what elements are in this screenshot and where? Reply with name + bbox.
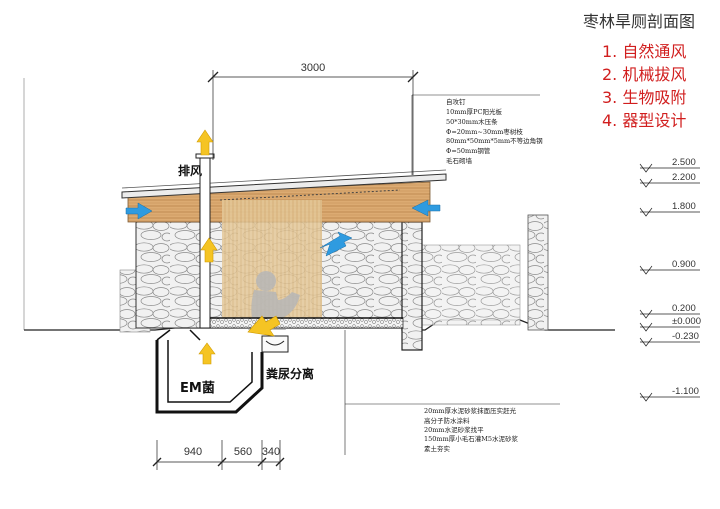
roof-note-7: 毛石砌墙	[446, 156, 473, 165]
principle-4: 4. 器型设计	[602, 111, 687, 130]
elevation-markers	[639, 163, 700, 402]
roof-notes: 自攻钉 10mm厚PC阳光板 50*30mm木压条 Φ=20mm~30mm枣树枝…	[411, 94, 543, 175]
roof-note-3: 50*30mm木压条	[446, 117, 498, 126]
floor-note-1: 20mm厚水泥砂浆抹面压实赶光	[424, 406, 517, 415]
separation-label: 粪尿分离	[266, 366, 314, 381]
principle-2: 2. 机械拔风	[602, 65, 687, 84]
in-arrow-diagonal-icon	[319, 231, 353, 257]
principle-3: 3. 生物吸附	[602, 88, 687, 107]
separation-fixture	[261, 335, 289, 353]
principle-1: 1. 自然通风	[602, 42, 687, 61]
airflow-up-arrows	[196, 129, 281, 365]
roof-note-2: 10mm厚PC阳光板	[446, 107, 502, 116]
back-wall-right	[419, 244, 521, 326]
elevation-4: 0.900	[672, 259, 696, 270]
em-label: EM菌	[180, 380, 215, 396]
up-arrow-bottom-icon	[198, 342, 216, 365]
roof-note-5: 80mm*50mm*5mm不等边角钢	[446, 136, 543, 145]
roof-note-4: Φ=20mm~30mm枣树枝	[446, 127, 523, 136]
elevation-5: 0.200	[672, 303, 696, 314]
floor-notes: 20mm厚水泥砂浆抹面压实赶光 高分子防水涂料 20mm水泥砂浆找平 150mm…	[344, 330, 560, 455]
principles-list: 1. 自然通风 2. 机械拔风 3. 生物吸附 4. 器型设计	[602, 40, 686, 132]
airflow-in-arrows	[125, 199, 441, 257]
roof-note-6: Φ=50mm钢管	[446, 146, 491, 155]
elevation-6: ±0.000	[672, 316, 701, 327]
floor-note-4: 150mm厚小毛石灌M5水泥砂浆	[424, 434, 519, 443]
dimension-top: 3000	[207, 62, 419, 175]
exhaust-label: 排风	[178, 163, 202, 178]
in-arrow-left-icon	[125, 202, 153, 220]
roof-note-1: 自攻钉	[446, 97, 466, 106]
dimension-top-label: 3000	[301, 62, 325, 74]
back-pillar-right	[527, 214, 549, 331]
dimension-bottom-1: 940	[184, 446, 202, 458]
dimension-bottom-3: 340	[262, 446, 280, 458]
in-arrow-right-icon	[411, 199, 441, 217]
diagonal-arrow-icon	[247, 315, 281, 337]
up-arrow-mid-icon	[200, 237, 218, 263]
floor-gravel	[204, 317, 404, 329]
elevation-2: 2.200	[672, 172, 696, 183]
elevation-1: 2.500	[672, 157, 696, 168]
floor-note-2: 高分子防水涂料	[424, 416, 470, 425]
dimension-bottom-2: 560	[234, 446, 252, 458]
dimension-bottom: 940 560 340	[152, 440, 285, 470]
right-column	[401, 221, 423, 351]
elevation-8: -1.100	[672, 386, 699, 397]
elevation-3: 1.800	[672, 201, 696, 212]
drawing-title: 枣林旱厕剖面图	[583, 12, 696, 31]
floor-note-3: 20mm水泥砂浆找平	[424, 425, 484, 434]
elevation-7: -0.230	[672, 331, 699, 342]
floor-note-5: 素土夯实	[424, 444, 451, 453]
pit-wall	[155, 340, 264, 414]
up-arrow-top-icon	[196, 129, 214, 156]
